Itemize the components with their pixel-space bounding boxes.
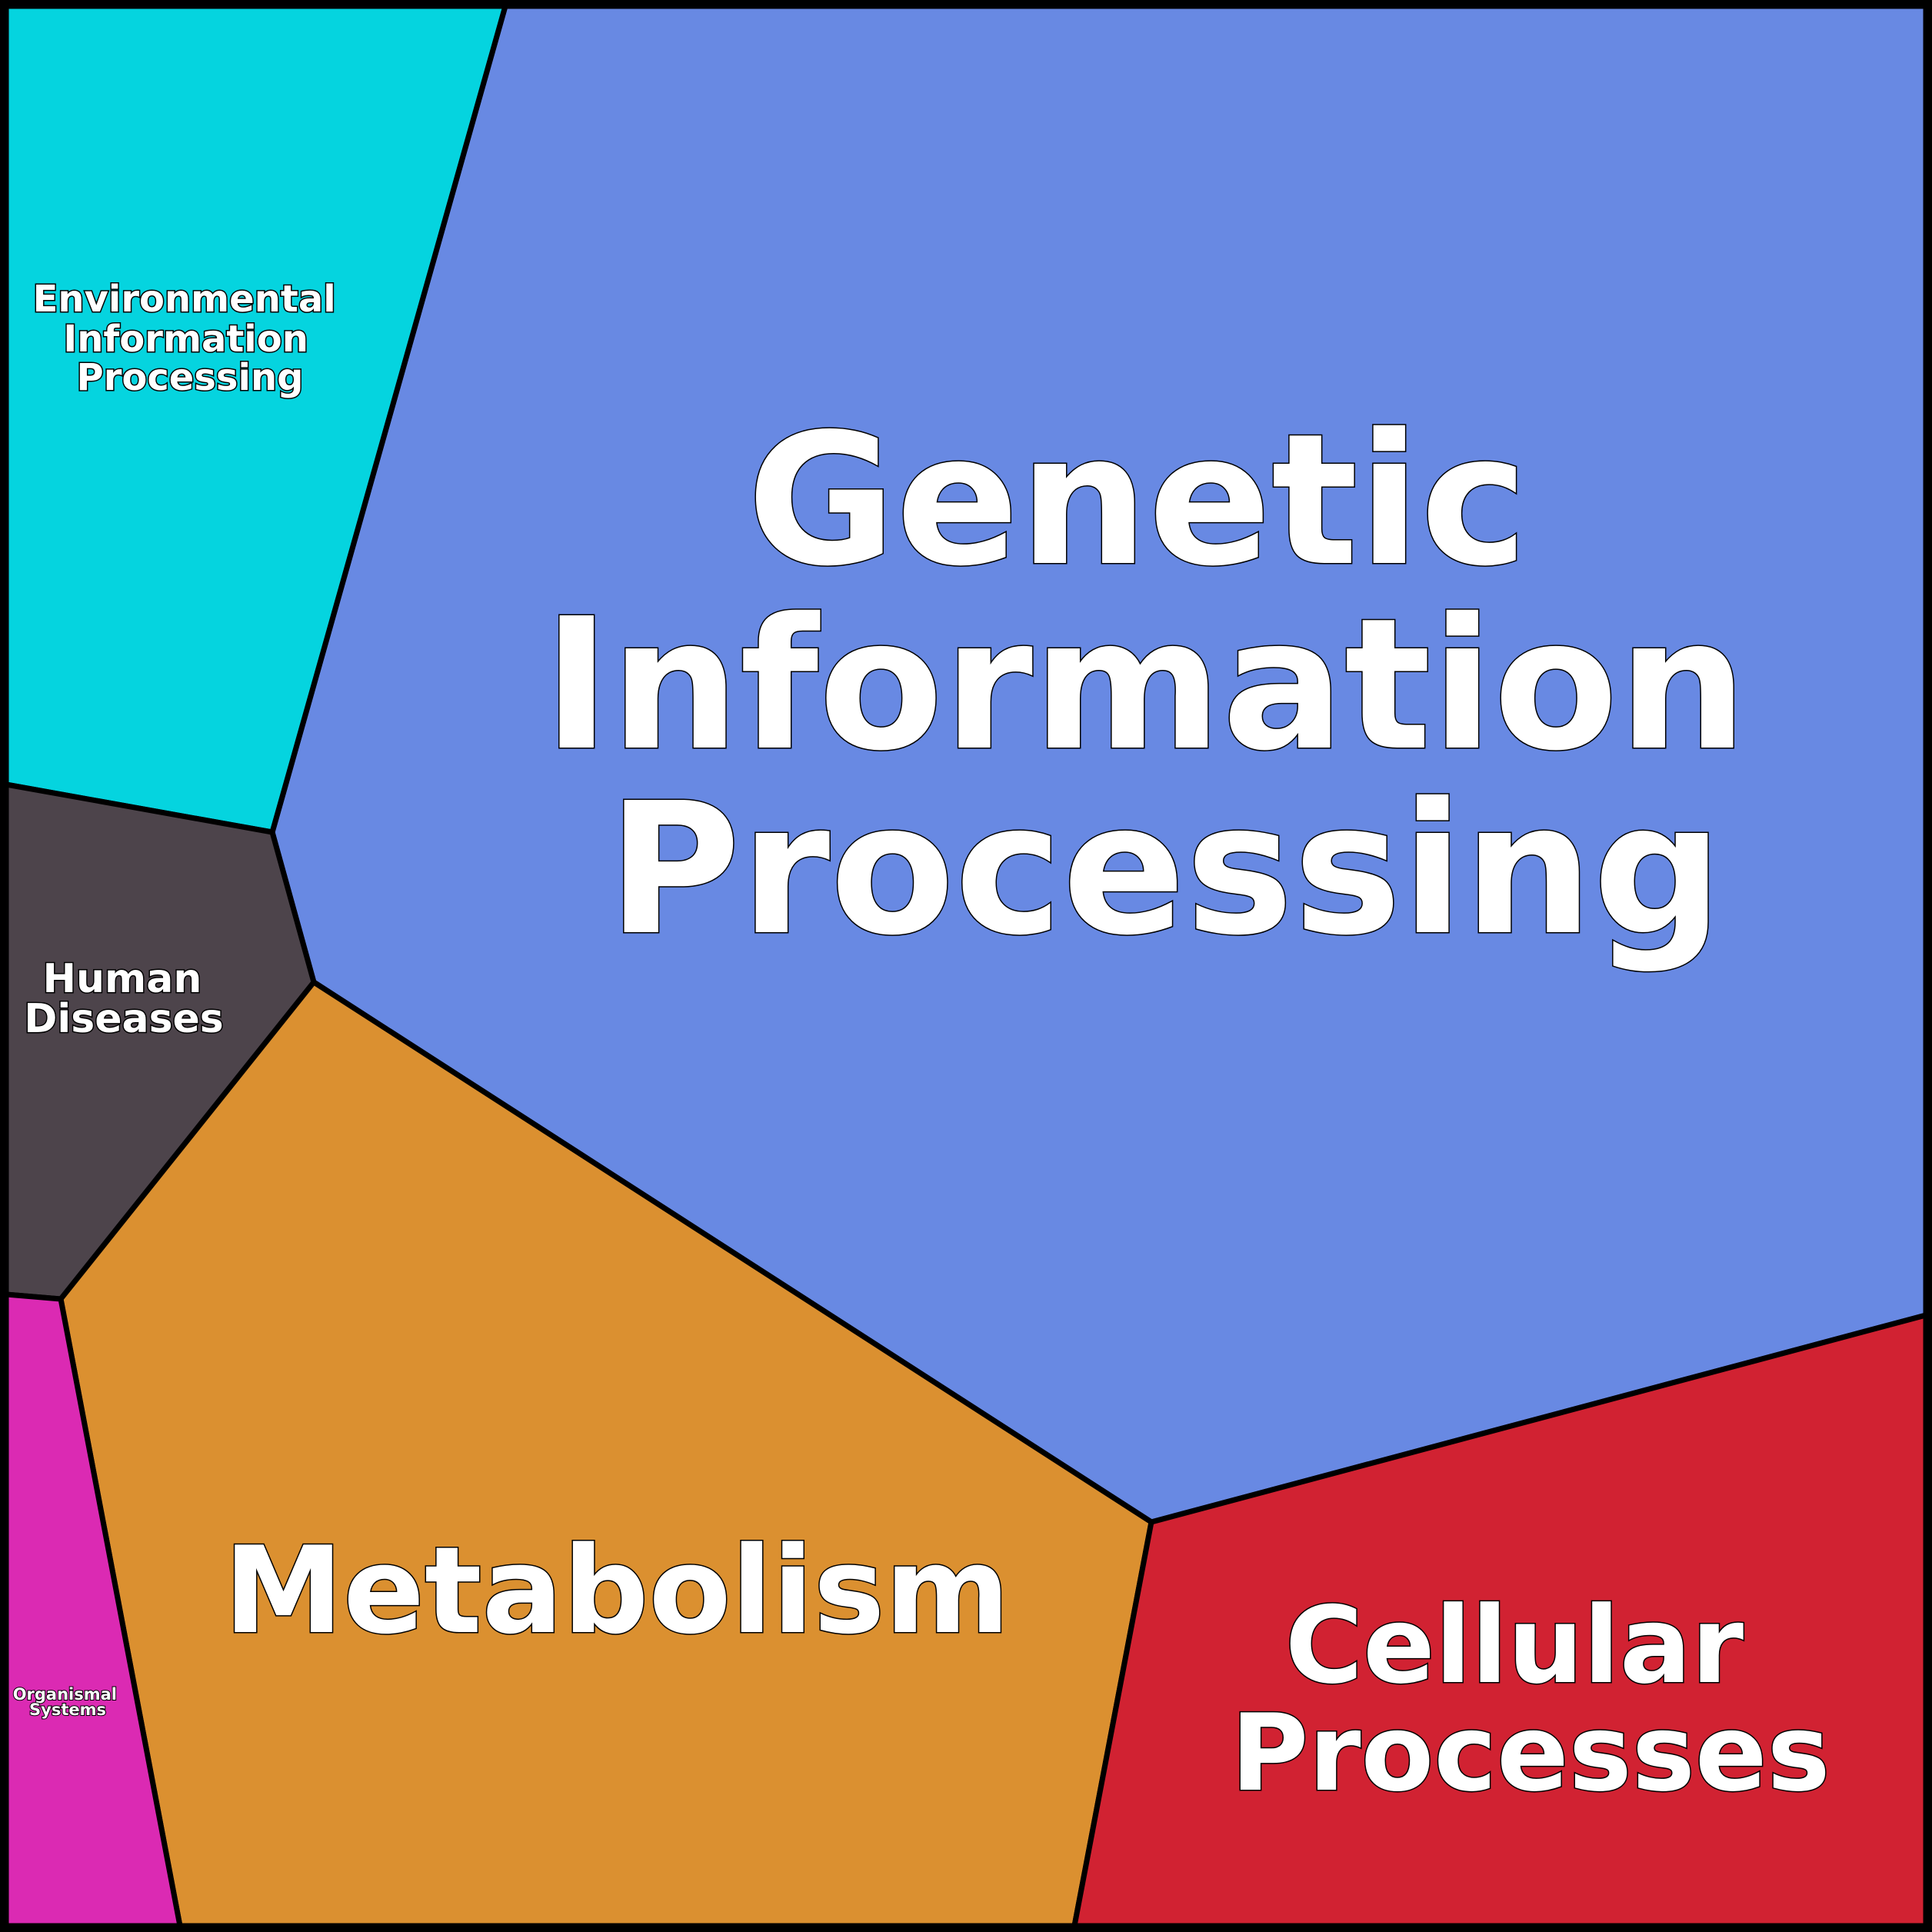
cell-genetic-information-processing: Genetic Information Processing: [269, 3, 1929, 1525]
environmental-label-line-1: Environmental: [33, 278, 336, 321]
human-diseases-label: Human Diseases: [24, 956, 223, 1042]
cell-cellular-processes: Cellular Processes: [1071, 1312, 1929, 1929]
metabolism-label: Metabolism: [224, 1521, 1010, 1661]
cellular-processes-label-line-2: Processes: [1231, 1691, 1830, 1815]
cell-metabolism: Metabolism: [58, 979, 1154, 1929]
organismal-systems-label-line-1: Organismal: [13, 1685, 117, 1704]
genetic-label-line-2: Information: [543, 579, 1747, 791]
genetic-label-line-3: Processing: [608, 764, 1723, 975]
cellular-processes-label: Cellular Processes: [1231, 1584, 1830, 1815]
cellular-processes-label-line-1: Cellular: [1285, 1584, 1744, 1707]
human-diseases-label-line-1: Human: [43, 956, 202, 1002]
cell-human-diseases: Human Diseases: [3, 781, 317, 1302]
genetic-label-line-1: Genetic: [747, 395, 1527, 606]
human-diseases-label-line-2: Diseases: [24, 996, 223, 1042]
metabolism-label-line-1: Metabolism: [224, 1521, 1010, 1661]
environmental-label-line-3: Processing: [77, 356, 304, 399]
environmental-label-line-2: Information: [63, 318, 308, 361]
genetic-label: Genetic Information Processing: [543, 395, 1810, 975]
organismal-systems-label: Organismal Systems: [13, 1685, 123, 1719]
environmental-label: Environmental Information Processing: [33, 278, 349, 399]
organismal-systems-label-line-2: Systems: [29, 1700, 106, 1719]
